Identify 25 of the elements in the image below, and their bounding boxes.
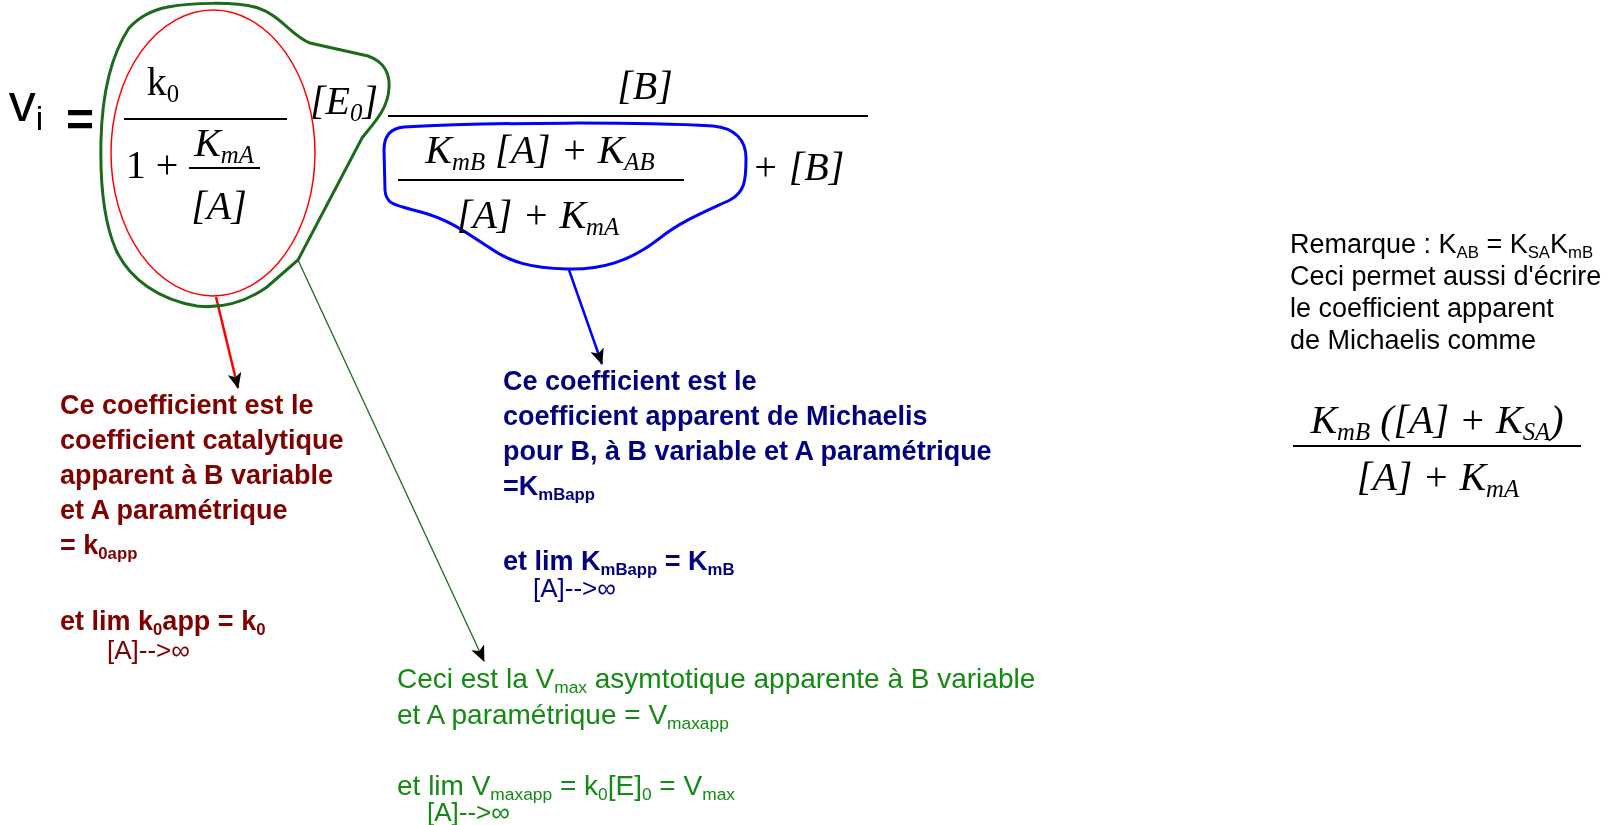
limit-condition: [A]-->∞	[533, 575, 616, 601]
limit-condition: [A]-->∞	[107, 636, 190, 664]
denominator: [A]	[191, 184, 247, 228]
note-text: Remarque : K$_{AB}$ = K$_{SA}$K$_{mB}$ Ceci permet aussi d'écrire le coefficient apparent de Michaelis comme	[1290, 228, 1602, 356]
annotation-text: Ceci est la V$_{max}$ asymtotique apparente à B variable et A paramétrique = V$_{maxapp}$	[397, 662, 1036, 733]
math-term: + [B]	[751, 145, 845, 189]
freeform-outline	[381, 120, 749, 272]
leader-arrow	[214, 296, 242, 389]
equals-sign: =	[66, 96, 94, 144]
numerator: k$_{0}$	[146, 60, 180, 104]
numerator: K$_{mB}$ ([A] + K$_{SA}$)	[1310, 398, 1564, 442]
enclosing-outline	[97, 0, 393, 311]
denominator: [A] + K$_{mA}$	[1356, 455, 1520, 499]
numerator: K$_{mA}$	[194, 121, 254, 165]
math-term: 1 +	[125, 143, 179, 187]
math-term: [E$_{0}$]	[310, 79, 378, 123]
annotation-text: Ce coefficient est le coefficient catalytique apparent à B variable et A paramétrique = k$_{0app}$	[60, 389, 344, 563]
numerator: K$_{mB}$ [A] + K$_{AB}$	[425, 128, 655, 172]
annotation-text: Ce coefficient est le coefficient apparent de Michaelis pour B, à B variable et A paramétrique =K$_{mBapp}$	[503, 365, 992, 504]
leader-arrow	[297, 259, 485, 662]
leader-arrow	[567, 269, 604, 365]
math-variable: v$_{i}$	[8, 75, 44, 129]
numerator: [B]	[617, 64, 673, 108]
limit-text: et lim k$_{0}$app = k$_{0}$	[60, 606, 266, 636]
denominator: [A] + K$_{mA}$	[456, 193, 620, 237]
